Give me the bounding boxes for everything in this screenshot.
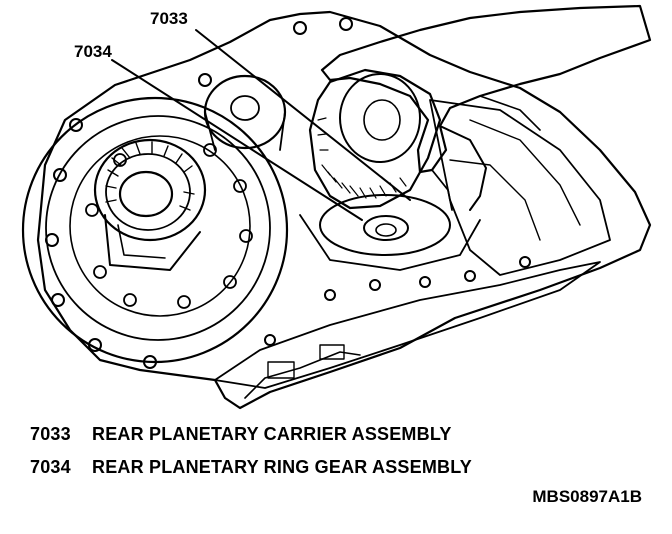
- leader-7033: [195, 29, 411, 201]
- left-bearing-rollers: [105, 141, 195, 211]
- legend-description: REAR PLANETARY RING GEAR ASSEMBLY: [92, 457, 472, 477]
- figure-id: MBS0897A1B: [532, 487, 642, 506]
- ring-gear-hub: [363, 215, 409, 241]
- planetary-carrier: [308, 68, 442, 210]
- left-bearing-race: [105, 153, 191, 231]
- case-interior-right: [429, 99, 611, 276]
- legend-description: REAR PLANETARY CARRIER ASSEMBLY: [92, 424, 452, 444]
- legend-entry-7034: 7034 REAR PLANETARY RING GEAR ASSEMBLY: [30, 457, 472, 478]
- left-bearing-outer: [93, 138, 207, 242]
- lower-pan-rail: [214, 261, 601, 389]
- pump-housing-inner: [69, 135, 251, 317]
- pump-housing-ring: [45, 115, 271, 341]
- left-bearing-bore: [118, 170, 174, 218]
- case-bolt-bosses: [45, 17, 531, 369]
- legend-code: 7033: [30, 424, 71, 444]
- ring-gear: [319, 194, 451, 256]
- leader-7034: [111, 59, 363, 221]
- pump-bolts: [85, 143, 253, 309]
- carrier-end-face: [339, 73, 421, 163]
- legend-entry-7033: 7033 REAR PLANETARY CARRIER ASSEMBLY: [30, 424, 452, 445]
- callout-7033: 7033: [150, 9, 188, 28]
- left-shaft-support: [104, 214, 201, 271]
- technician-hand: [320, 4, 652, 174]
- upper-drum: [203, 74, 287, 150]
- legend-code: 7034: [30, 457, 71, 477]
- callout-7034: 7034: [74, 42, 112, 61]
- case-outline: [36, 10, 652, 410]
- pump-housing-outer: [21, 96, 289, 364]
